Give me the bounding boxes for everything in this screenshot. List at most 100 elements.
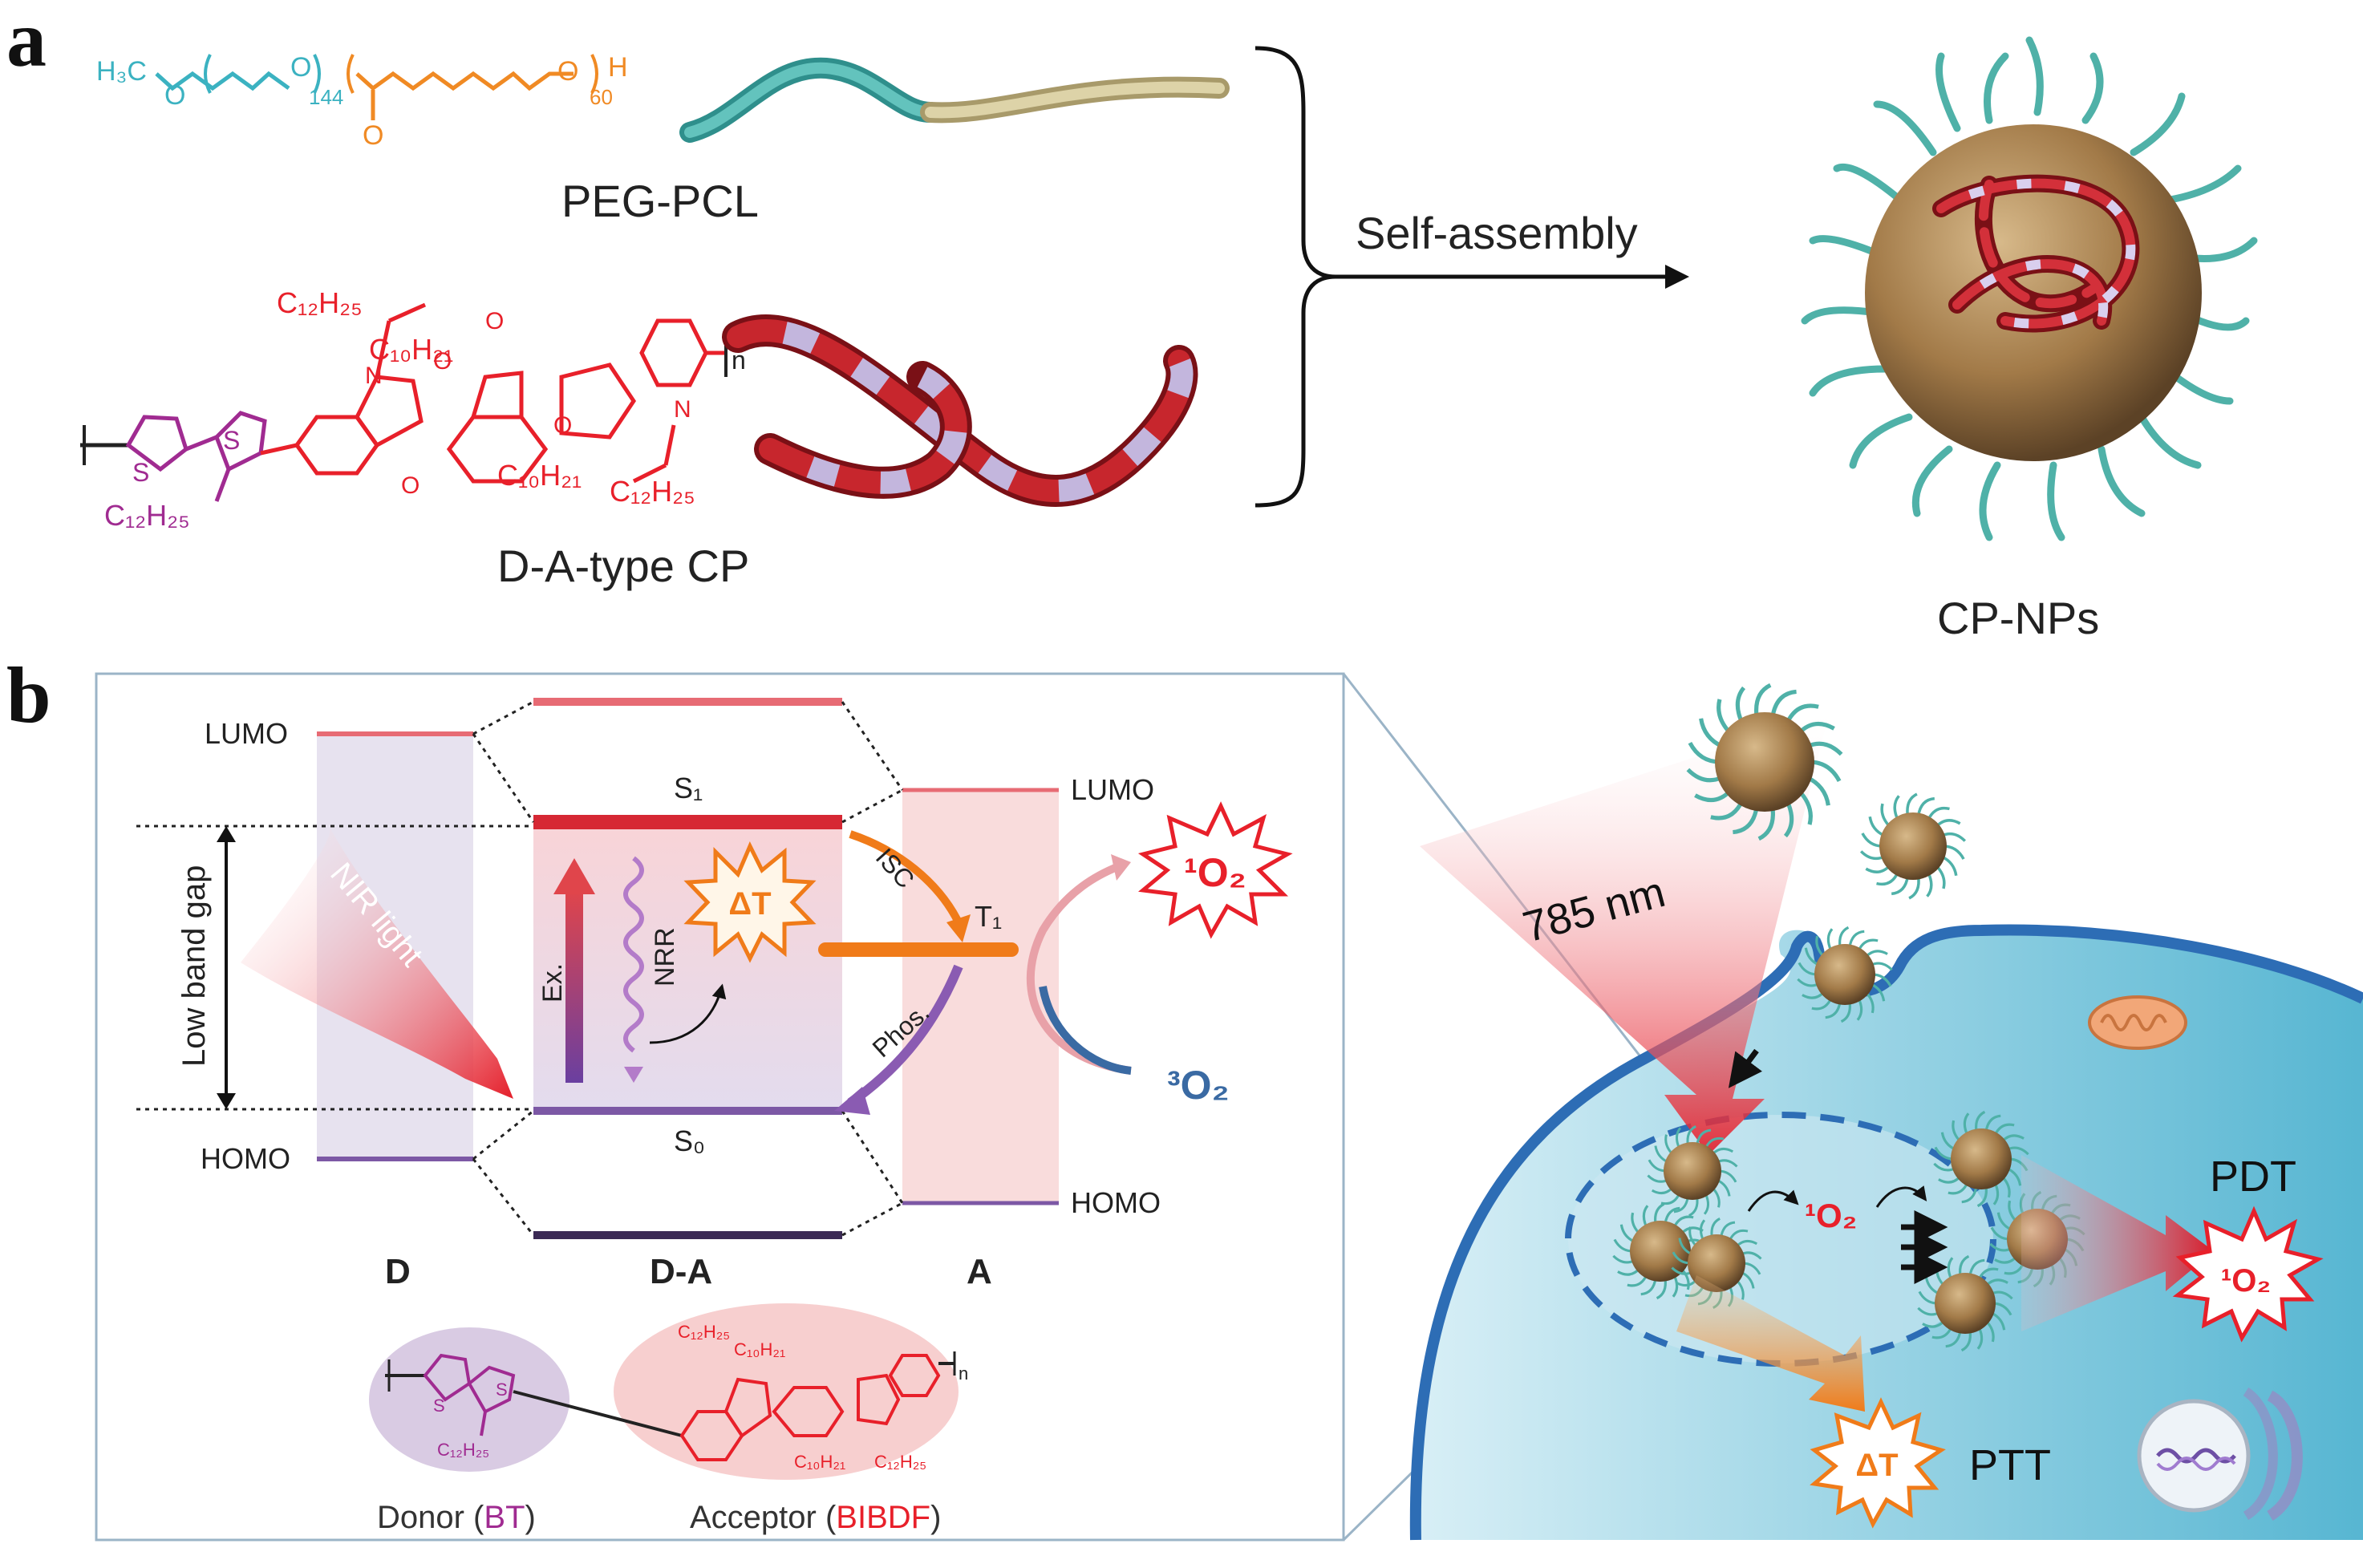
acceptor-bubble bbox=[614, 1303, 959, 1480]
low-band-gap-label: Low band gap bbox=[176, 865, 212, 1067]
s0-label: S₀ bbox=[674, 1124, 705, 1157]
acceptor-caption-name: BIBDF bbox=[836, 1500, 930, 1535]
acceptor-c10h21-top: C₁₀H₂₁ bbox=[734, 1339, 785, 1359]
nir-light-beam bbox=[241, 826, 513, 1099]
nrr-to-heat-arrow bbox=[649, 983, 727, 1044]
donor-s1: S bbox=[433, 1396, 445, 1416]
peg-o2: O bbox=[290, 52, 311, 83]
nanoparticle bbox=[1797, 926, 1893, 1023]
cp-formula: S S C₁₂H₂₅ N C₁₂H₂₅ C₁₀H₂₁ O O O O N n C… bbox=[80, 286, 746, 532]
panel-b-letter: b bbox=[6, 650, 51, 739]
cp-c12h25-top: C₁₂H₂₅ bbox=[277, 286, 363, 319]
singlet-o2-label: ¹O₂ bbox=[1184, 850, 1246, 895]
acceptor-caption-prefix: Acceptor ( bbox=[690, 1500, 837, 1535]
column-d-label: D bbox=[385, 1252, 411, 1291]
donor-caption-name: BT bbox=[484, 1500, 525, 1535]
donor-caption-prefix: Donor ( bbox=[377, 1500, 484, 1535]
mitochondrion bbox=[2088, 995, 2187, 1050]
pdt-singlet-o2: ¹O₂ bbox=[2221, 1263, 2271, 1299]
cp-o-1: O bbox=[433, 348, 452, 375]
homo-right-label: HOMO bbox=[1071, 1186, 1161, 1219]
peg-o1: O bbox=[164, 80, 185, 111]
laser-beam bbox=[1420, 714, 1829, 1155]
cp-label: D-A-type CP bbox=[497, 541, 749, 591]
donor-acceptor-link bbox=[513, 1390, 683, 1437]
peg-pcl-label: PEG-PCL bbox=[561, 176, 759, 226]
ptt-burst bbox=[1810, 1397, 1946, 1529]
nanoparticle bbox=[1859, 792, 1967, 900]
acceptor-n: n bbox=[959, 1363, 968, 1384]
nrr-label: NRR bbox=[650, 927, 680, 987]
entry-arrow bbox=[1728, 1048, 1762, 1088]
column-da-label: D-A bbox=[650, 1252, 712, 1291]
delta-t-label: ΔT bbox=[728, 886, 771, 922]
nanoparticles-small bbox=[1612, 683, 2085, 1352]
escape-arrows bbox=[1901, 1210, 1948, 1284]
cp-s2: S bbox=[223, 426, 240, 455]
energy-diagram-box bbox=[95, 672, 1345, 1542]
endosome-singlet-o2: ¹O₂ bbox=[1805, 1197, 1857, 1234]
ptt-beam bbox=[1676, 1275, 1865, 1412]
cp-c12h25-bottom: C₁₂H₂₅ bbox=[610, 475, 695, 508]
self-assembly-label: Self-assembly bbox=[1356, 208, 1638, 258]
pcl-n60: 60 bbox=[590, 85, 613, 109]
acceptor-caption: Acceptor (BIBDF) bbox=[690, 1500, 941, 1535]
cp-o-2: O bbox=[485, 308, 504, 334]
ptt-label: PTT bbox=[1969, 1441, 2051, 1489]
da-column bbox=[533, 822, 842, 1111]
cp-o-3: O bbox=[401, 472, 420, 499]
donor-caption-suffix: ) bbox=[525, 1500, 536, 1535]
oxygen-cycle-arrow bbox=[1026, 862, 1132, 1075]
ex-label: Ex. bbox=[537, 963, 568, 1003]
cp-c12h25-thiophene: C₁₂H₂₅ bbox=[104, 499, 190, 532]
homo-left-label: HOMO bbox=[201, 1142, 290, 1175]
phos-arrow bbox=[847, 964, 963, 1107]
cp-tube bbox=[722, 314, 1198, 507]
nanoparticle bbox=[1647, 1125, 1738, 1217]
nanoparticle bbox=[1686, 683, 1843, 841]
nrr-wavy-arrow bbox=[623, 856, 644, 1053]
donor-s2: S bbox=[496, 1380, 508, 1400]
singlet-o2-burst bbox=[1137, 801, 1293, 939]
peg-pcl-tube bbox=[679, 57, 1230, 143]
cp-n-right: N bbox=[674, 396, 691, 423]
nanoparticle bbox=[1612, 1202, 1708, 1300]
brace bbox=[1254, 46, 1336, 508]
acceptor-structure: n C₁₂H₂₅ C₁₀H₂₁ C₁₀H₂₁ C₁₂H₂₅ bbox=[678, 1322, 968, 1472]
endosome-arrow-1 bbox=[1747, 1189, 1799, 1212]
pdt-burst bbox=[2172, 1205, 2324, 1343]
lumo-right-label: LUMO bbox=[1071, 773, 1154, 806]
cp-s1: S bbox=[132, 458, 149, 487]
ptt-delta-t: ΔT bbox=[1855, 1448, 1898, 1483]
endosome-arrow-2 bbox=[1875, 1185, 1927, 1208]
lumo-left-label: LUMO bbox=[205, 717, 288, 750]
t1-label: T₁ bbox=[975, 900, 1002, 933]
cp-np-label: CP-NPs bbox=[1937, 593, 2099, 643]
s1-label: S₁ bbox=[674, 772, 703, 804]
donor-structure: S S C₁₂H₂₅ bbox=[385, 1353, 516, 1460]
t1-level bbox=[818, 942, 1019, 957]
peg-h3c: H₃C bbox=[96, 56, 147, 87]
pdt-beam bbox=[2021, 1155, 2214, 1331]
acceptor-c12h25-bottom: C₁₂H₂₅ bbox=[874, 1452, 926, 1472]
pdt-label: PDT bbox=[2210, 1153, 2296, 1201]
donor-c12h25: C₁₂H₂₅ bbox=[437, 1440, 489, 1460]
ex-arrow bbox=[565, 890, 583, 1083]
cp-c10h21-top: C₁₀H₂₁ bbox=[369, 333, 453, 366]
panel-a-letter: a bbox=[6, 0, 47, 83]
donor-caption: Donor (BT) bbox=[377, 1500, 536, 1535]
acceptor-caption-suffix: ) bbox=[930, 1500, 941, 1535]
triplet-o2-label: ³O₂ bbox=[1167, 1063, 1230, 1108]
nucleus bbox=[2137, 1387, 2303, 1521]
acceptor-c12h25-top: C₁₂H₂₅ bbox=[678, 1322, 730, 1342]
pcl-o: O bbox=[557, 56, 578, 87]
peg-n144: 144 bbox=[309, 85, 343, 109]
isc-arrow bbox=[849, 830, 963, 925]
cp-o-4: O bbox=[553, 412, 572, 439]
delta-t-burst bbox=[683, 841, 817, 963]
cp-np-large bbox=[1801, 36, 2258, 541]
hybridization-lines bbox=[136, 700, 904, 1237]
cp-n-subscript: n bbox=[732, 346, 746, 375]
cp-c10h21-bottom: C₁₀H₂₁ bbox=[497, 459, 582, 492]
